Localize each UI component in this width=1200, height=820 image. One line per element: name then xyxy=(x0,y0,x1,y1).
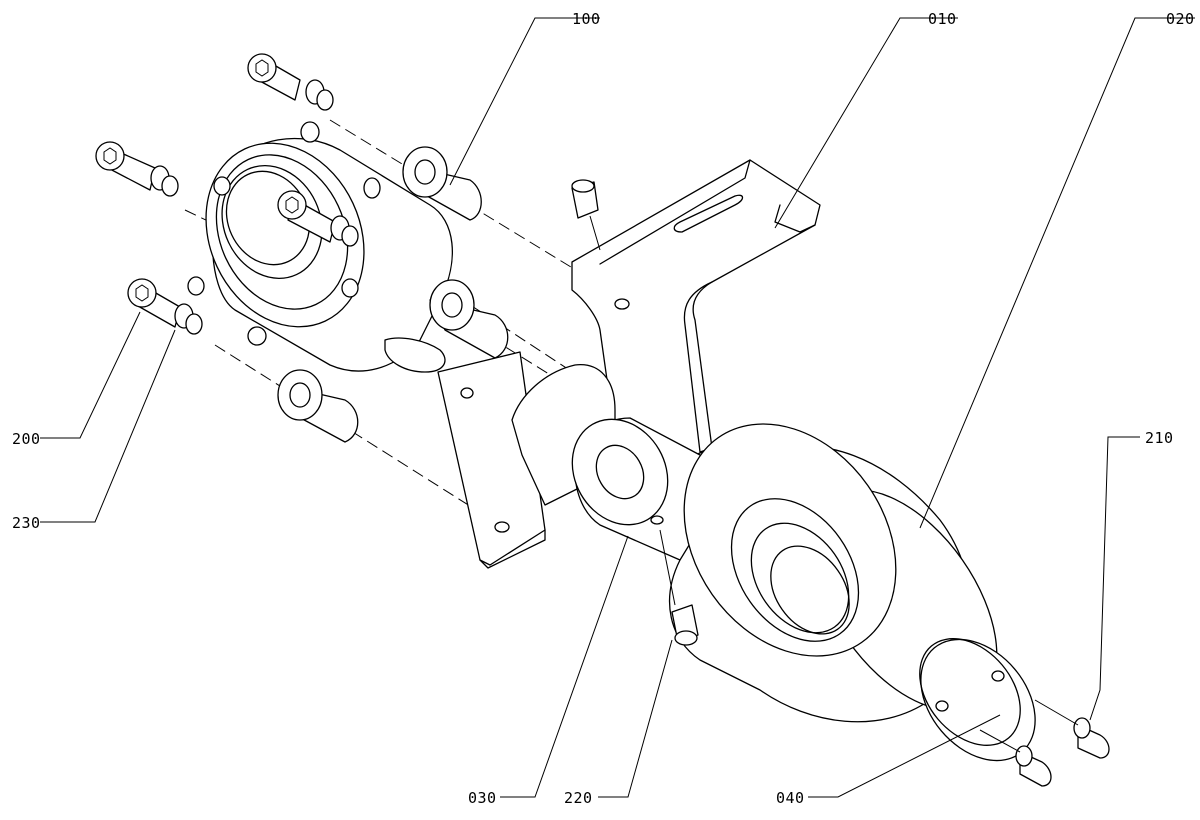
callout-labels: 100 010 020 210 200 230 030 220 040 xyxy=(12,10,1195,807)
leader-lines xyxy=(40,17,1195,798)
part-100-motor-housing xyxy=(187,121,509,443)
callout-030: 030 xyxy=(468,789,497,807)
fasteners-200-230 xyxy=(95,53,359,335)
callout-010: 010 xyxy=(928,10,957,28)
callout-100: 100 xyxy=(572,10,601,28)
callout-040: 040 xyxy=(776,789,805,807)
part-010-bracket xyxy=(437,159,821,569)
callout-020: 020 xyxy=(1166,10,1195,28)
part-040-end-cap xyxy=(919,638,1036,762)
callout-200: 200 xyxy=(12,430,41,448)
callout-220: 220 xyxy=(564,789,593,807)
fastener-220-set-screw xyxy=(571,179,699,646)
fastener-210-button-screws xyxy=(979,699,1110,787)
callout-210: 210 xyxy=(1145,429,1174,447)
part-020-roller xyxy=(668,423,998,723)
callout-230: 230 xyxy=(12,514,41,532)
